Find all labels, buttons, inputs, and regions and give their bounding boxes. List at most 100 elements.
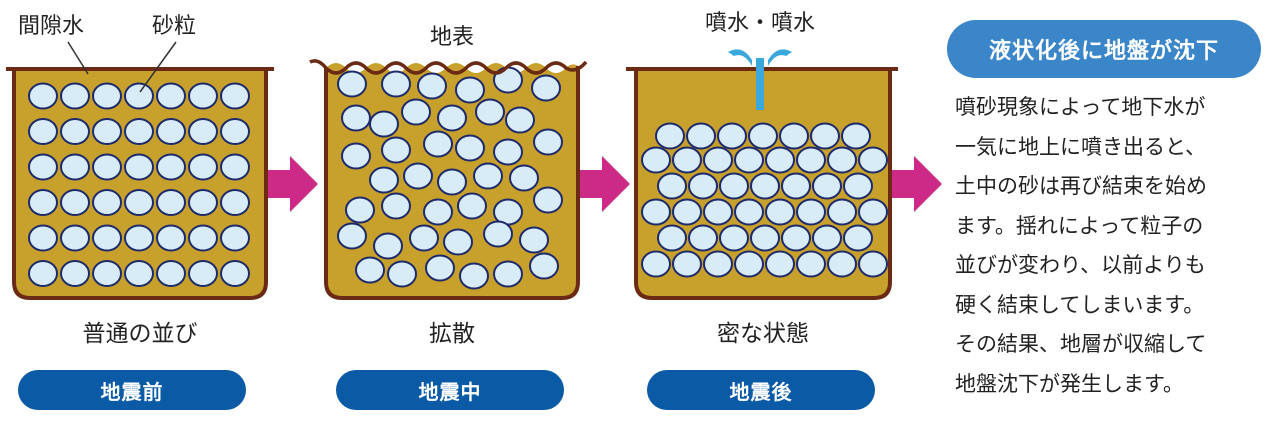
sand-grain [423,130,453,158]
sand-grain [92,82,122,110]
sand-grain [672,198,702,226]
sand-grain [409,224,439,252]
sand-grain [156,224,186,252]
sand-grain [28,153,58,181]
sand-grain [341,142,371,170]
side-line: ます。揺れによって粒子の [955,213,1204,238]
sand-grain [92,153,122,181]
sand-grain [381,70,411,98]
side-line: 一気に地上に噴き出ると、 [955,134,1207,159]
sand-grain [719,172,749,200]
side-line: 硬く結束してしまいます。 [955,292,1205,317]
leader-sand-grain [139,41,177,93]
sand-grain [796,250,826,278]
sand-grain [688,172,718,200]
sand-grain [781,224,811,252]
pill-during: 地震中 [336,370,564,410]
sand-grain [369,110,399,138]
sand-grain [355,256,385,284]
sand-grain [781,172,811,200]
sand-grain [533,186,563,214]
sand-grain [858,146,888,174]
sand-grain [765,250,795,278]
sand-grain [28,224,58,252]
sand-grain [473,162,503,190]
sand-grain [843,224,873,252]
sand-grain [443,228,473,256]
side-title: 液状化後に地盤が沈下 [947,20,1261,78]
sand-grain [655,122,685,150]
sand-grain [124,82,154,110]
label-sand-grain: 砂粒 [152,14,196,39]
grains-before [28,82,250,287]
sand-grain [703,198,733,226]
sand-grain [92,260,122,287]
sand-grain [437,168,467,196]
sand-grain [858,198,888,226]
sand-grain [641,146,671,174]
sand-grain [124,153,154,181]
wall-after [634,70,892,300]
sand-grain [28,189,58,216]
sand-grain [220,153,250,181]
sand-grain [703,146,733,174]
sand-grain [28,118,58,145]
sand-grain [220,189,250,216]
sand-grain [750,224,780,252]
sand-grain [60,153,90,181]
side-line: 並びが変わり、以前よりも [955,253,1206,277]
sand-grain [156,153,186,181]
wall-before [12,70,268,300]
sand-grain [493,260,523,288]
sand-grain [92,224,122,252]
sand-grain [341,104,371,132]
sand-grain [533,128,563,156]
sand-grain [734,146,764,174]
sand-grain [475,98,505,126]
sand-grain [703,250,733,278]
sand-grain [337,222,367,250]
sand-grain [345,196,375,224]
sand-grain [92,118,122,145]
sand-grain [188,260,218,287]
sand-grain [156,118,186,145]
sand-grain [827,250,857,278]
sand-grain [719,224,749,252]
sand-grain [672,250,702,278]
sand-grain [641,250,671,278]
pill-before: 地震前 [18,370,246,410]
sand-grain [403,162,433,190]
sand-grain [734,250,764,278]
sand-grain [750,172,780,200]
sand-grain [858,250,888,278]
sand-grain [124,224,154,252]
sand-grain [796,146,826,174]
sand-grain [124,189,154,216]
sand-grain [483,220,513,248]
sand-grain [734,198,764,226]
sand-grain [28,260,58,287]
sand-grain [657,172,687,200]
label-sand-boil: 噴水・噴水 [705,11,815,36]
sand-grain [519,226,549,254]
wall-during [324,66,580,300]
grains-during [337,66,563,290]
sand-grain [457,192,487,220]
container-after [626,49,898,300]
sand-grain [425,254,455,282]
sand-grain [779,122,809,150]
sand-grain [188,224,218,252]
container-before [6,67,274,300]
sand-grain [812,224,842,252]
sand-grain [688,224,718,252]
grains-after [641,122,888,278]
pill-after: 地震後 [647,370,875,410]
sand-grain [156,260,186,287]
sand-grain [60,118,90,145]
sand-grain [531,74,561,102]
sand-grain [124,260,154,287]
sand-grain [529,252,559,280]
side-line: 噴砂現象によって地下水が [955,95,1206,119]
sand-grain [220,82,250,110]
sand-grain [765,198,795,226]
